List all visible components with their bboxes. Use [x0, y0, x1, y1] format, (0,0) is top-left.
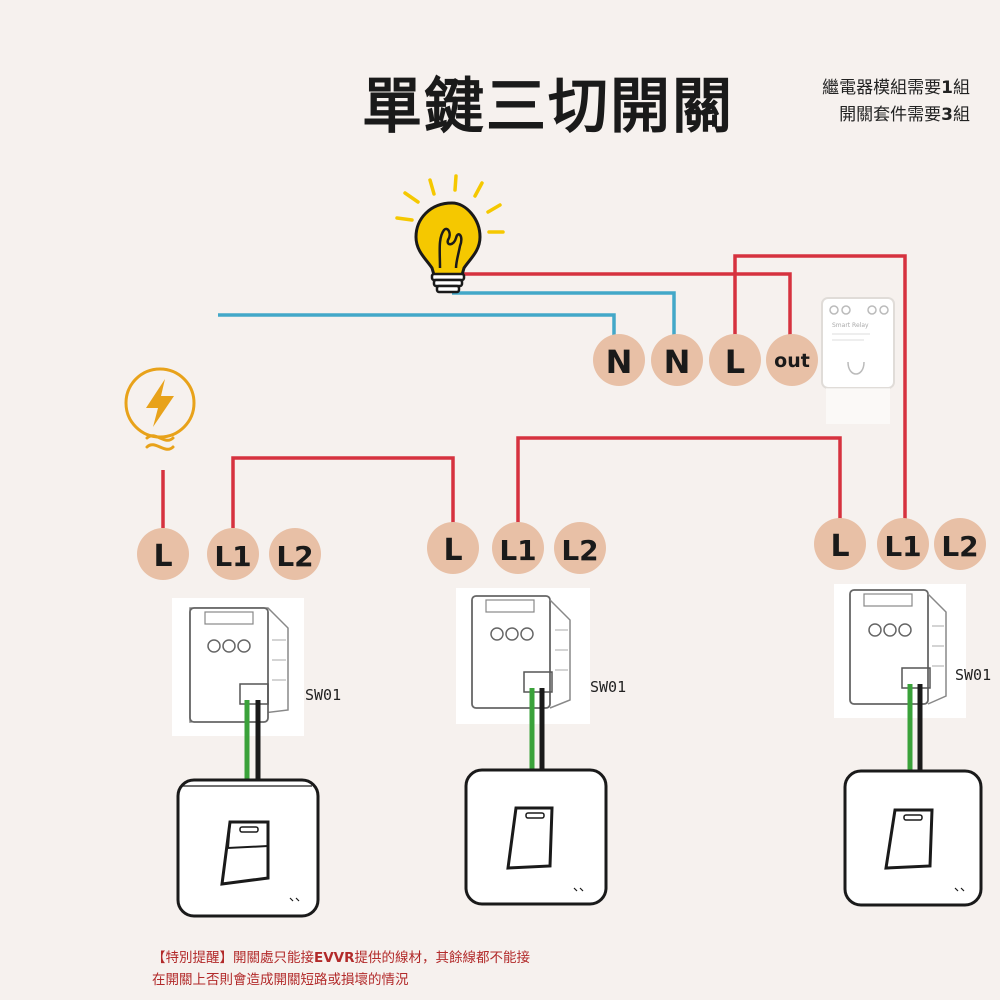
svg-text:L1: L1 [499, 534, 536, 567]
warning-line-1: 【特別提醒】開關處只能接EVVR提供的線材，其餘線都不能接 [152, 950, 531, 966]
svg-text:L1: L1 [214, 540, 251, 573]
switch-3-module-label: SW01 [955, 666, 991, 684]
switch-2-terminal-l1: L1 [492, 522, 544, 574]
relay-terminal-l: L [709, 334, 761, 386]
switch-module-icon [172, 598, 304, 736]
power-bolt-icon [124, 367, 196, 451]
wall-switch-icon [843, 769, 983, 907]
switch-2-terminal-l: L [427, 522, 479, 574]
switch-module-icon [834, 584, 966, 718]
warning-note: 【特別提醒】開關處只能接EVVR提供的線材，其餘線都不能接 在開關上否則會造成開… [152, 947, 530, 991]
switch-2-terminal-l2: L2 [554, 522, 606, 574]
sw1-l1-to-sw2-l-wire [231, 456, 455, 528]
svg-text:L: L [830, 529, 849, 564]
switch-requirement: 開關套件需要3組 [839, 105, 970, 125]
switch-3-terminal-l1: L1 [877, 518, 929, 570]
svg-text:out: out [774, 350, 810, 372]
switch-group-3: L L1 L2 SW01 [814, 518, 991, 907]
svg-text:L2: L2 [561, 534, 598, 567]
bulb-to-out-wire [458, 272, 792, 342]
switch-1-terminal-l: L [137, 528, 189, 580]
switch-1-module-label: SW01 [305, 686, 341, 704]
switch-group-2: L L1 L2 SW01 [427, 522, 626, 906]
switch-1-terminal-l1: L1 [207, 528, 259, 580]
switch-module-icon [456, 588, 590, 724]
switch-3-terminal-l: L [814, 518, 866, 570]
sw2-l1-to-sw3-l-wire [516, 436, 842, 528]
switch-2-module-label: SW01 [590, 678, 626, 696]
relay-module-text: Smart Relay [832, 322, 869, 329]
diagram-title: 單鍵三切開關 [362, 72, 734, 142]
relay-terminal-out: out [766, 334, 818, 386]
warning-line-2: 在開關上否則會造成開關短路或損壞的情況 [152, 972, 409, 988]
neutral-wire-2 [452, 291, 676, 342]
svg-text:L1: L1 [884, 530, 921, 563]
switch-3-terminal-l2: L2 [934, 518, 986, 570]
neutral-wire-1 [218, 313, 616, 342]
wires [161, 254, 907, 528]
relay-terminal-n2: N [651, 334, 703, 386]
svg-text:L: L [725, 343, 745, 381]
relay-terminal-n1: N [593, 334, 645, 386]
requirement-note: 繼電器模組需要1組 開關套件需要3組 [822, 75, 970, 129]
relay-module-icon: Smart Relay [821, 297, 895, 424]
wall-switch-icon [176, 778, 320, 918]
svg-text:N: N [664, 343, 691, 381]
switch-1-terminal-l2: L2 [269, 528, 321, 580]
wall-switch-icon [464, 768, 608, 906]
light-bulb-icon [395, 174, 505, 294]
svg-text:L: L [153, 539, 172, 574]
relay-l-to-sw3-l1-wire [733, 254, 907, 524]
relay-requirement: 繼電器模組需要1組 [822, 78, 970, 98]
svg-text:L2: L2 [276, 540, 313, 573]
svg-text:N: N [606, 343, 633, 381]
svg-text:L2: L2 [941, 530, 978, 563]
svg-text:L: L [443, 533, 462, 568]
relay-terminals: N N L out [593, 334, 818, 386]
switch-group-1: L L1 L2 SW01 [137, 528, 341, 918]
